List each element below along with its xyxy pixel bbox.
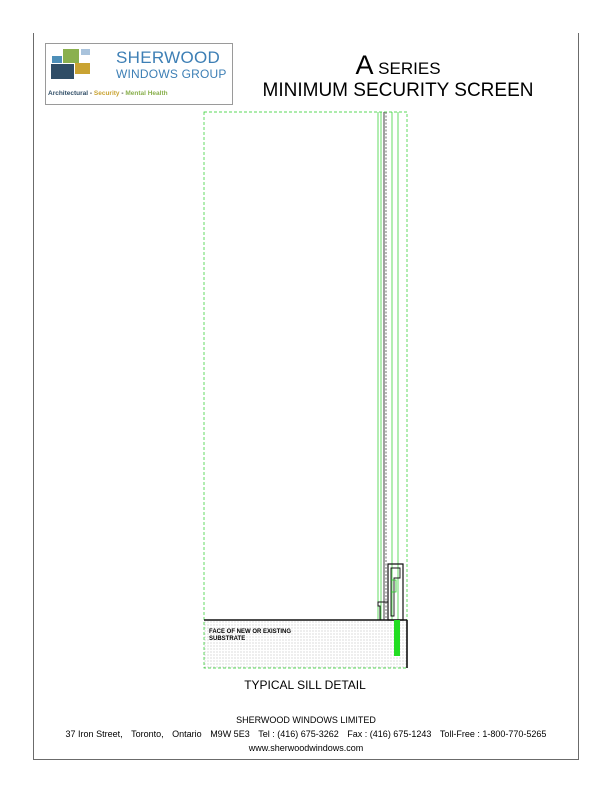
sill-angle (377, 601, 389, 621)
footer-tel: Tel : (416) 675-3262 (258, 729, 339, 739)
logo-tagline: Architectural - Security - Mental Health (48, 90, 168, 97)
substrate-label: FACE OF NEW OR EXISTING (209, 629, 291, 635)
logo-square (75, 63, 90, 74)
substrate (204, 620, 407, 668)
logo-square (63, 49, 79, 63)
series-letter: A (355, 50, 374, 80)
footer-fax: Fax : (416) 675-1243 (347, 729, 432, 739)
footer-city: Toronto, (131, 729, 164, 739)
page-frame-left (33, 33, 34, 760)
page-frame-bottom (33, 759, 579, 760)
anchor-fastener (394, 620, 400, 656)
opening-outline (203, 111, 408, 669)
tag-architectural: Architectural (48, 90, 89, 97)
footer-address: 37 Iron Street, Toronto, Ontario M9W 5E3… (0, 729, 612, 739)
sill-extrusion (390, 567, 401, 617)
logo-subname: WINDOWS GROUP (116, 67, 227, 81)
tag-separator: - (88, 90, 94, 97)
tag-mental-health: Mental Health (125, 90, 168, 97)
footer-postal: M9W 5E3 (210, 729, 250, 739)
series-title: A SERIES (248, 50, 548, 81)
footer-tollfree: Toll-Free : 1-800-770-5265 (439, 729, 547, 739)
footer-province: Ontario (172, 729, 202, 739)
footer-website[interactable]: www.sherwoodwindows.com (248, 743, 364, 753)
substrate-label: SUBSTRATE (209, 636, 245, 642)
sill-detail-drawing: FACE OF NEW OR EXISTING SUBSTRATE (203, 111, 408, 669)
logo-square (51, 64, 74, 79)
tag-separator: - (119, 90, 126, 97)
drawing-caption: TYPICAL SILL DETAIL (244, 678, 366, 692)
page-subtitle: MINIMUM SECURITY SCREEN (262, 80, 534, 101)
sill-extrusion (391, 579, 397, 593)
logo-square (52, 56, 62, 63)
series-word: SERIES (373, 59, 441, 78)
page-frame-right (578, 33, 579, 760)
footer-street: 37 Iron Street, (65, 729, 123, 739)
tag-security: Security (93, 90, 120, 97)
logo-name: SHERWOOD (116, 48, 221, 67)
footer-company: SHERWOOD WINDOWS LIMITED (236, 715, 376, 725)
company-logo: SHERWOOD WINDOWS GROUP Architectural - S… (45, 43, 233, 105)
logo-square (81, 49, 90, 55)
